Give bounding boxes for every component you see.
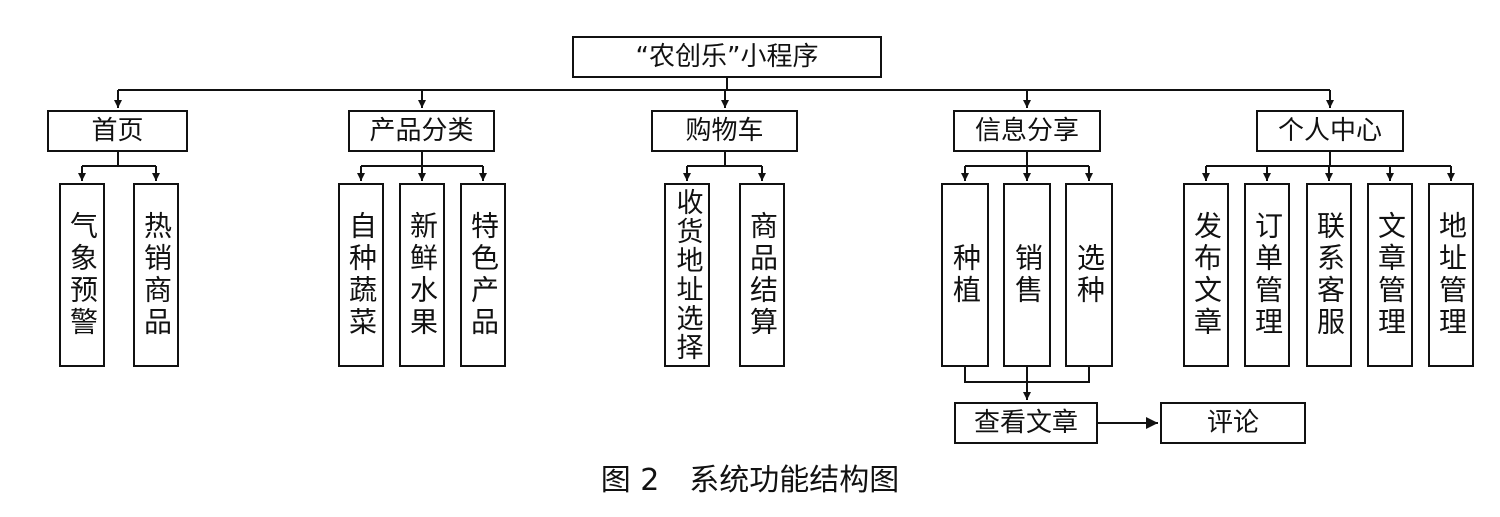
leaf-hot-products: 热销商品 [133,183,179,367]
leaf-specialty-products: 特色产品 [460,183,506,367]
leaf-label: 商品结算 [746,211,779,339]
leaf-label: 发布文章 [1190,211,1223,339]
figure-caption: 图 2 系统功能结构图 [600,463,900,498]
leaf-label: 地址管理 [1435,211,1468,339]
leaf-fresh-fruit: 新鲜水果 [399,183,445,367]
root-label: “农创乐”小程序 [635,42,819,72]
view-article-node: 查看文章 [954,402,1098,444]
leaf-address-management: 地址管理 [1428,183,1474,367]
leaf-planting: 种植 [941,183,989,367]
leaf-label: 销售 [1011,243,1044,307]
leaf-label: 热销商品 [140,211,173,339]
view-article-label: 查看文章 [973,408,1078,438]
leaf-seed-selection: 选种 [1065,183,1113,367]
leaf-label: 收货地址选择 [671,188,703,362]
leaf-article-management: 文章管理 [1367,183,1413,367]
module-home-label: 首页 [91,116,144,146]
module-info-sharing: 信息分享 [953,110,1101,152]
module-info-sharing-label: 信息分享 [974,116,1079,146]
leaf-sales: 销售 [1003,183,1051,367]
leaf-contact-support: 联系客服 [1306,183,1352,367]
leaf-weather-warning: 气象预警 [59,183,105,367]
leaf-label: 订单管理 [1251,211,1284,339]
leaf-label: 特色产品 [467,211,500,339]
leaf-label: 种植 [949,243,982,307]
leaf-label: 联系客服 [1313,211,1346,339]
comment-label: 评论 [1206,408,1259,438]
leaf-checkout: 商品结算 [739,183,785,367]
leaf-publish-article: 发布文章 [1183,183,1229,367]
leaf-label: 新鲜水果 [406,211,439,339]
leaf-label: 气象预警 [66,211,99,339]
leaf-address-selection: 收货地址选择 [664,183,710,367]
comment-node: 评论 [1160,402,1306,444]
leaf-label: 自种蔬菜 [345,211,378,339]
module-product-category-label: 产品分类 [369,116,474,146]
root-node: “农创乐”小程序 [572,36,882,78]
leaf-home-grown-vegetables: 自种蔬菜 [338,183,384,367]
module-cart: 购物车 [651,110,798,152]
module-home: 首页 [47,110,188,152]
leaf-label: 选种 [1073,243,1106,307]
module-cart-label: 购物车 [685,116,764,146]
leaf-label: 文章管理 [1374,211,1407,339]
leaf-order-management: 订单管理 [1244,183,1290,367]
module-product-category: 产品分类 [348,110,495,152]
module-personal-center: 个人中心 [1256,110,1404,152]
module-personal-center-label: 个人中心 [1277,116,1382,146]
